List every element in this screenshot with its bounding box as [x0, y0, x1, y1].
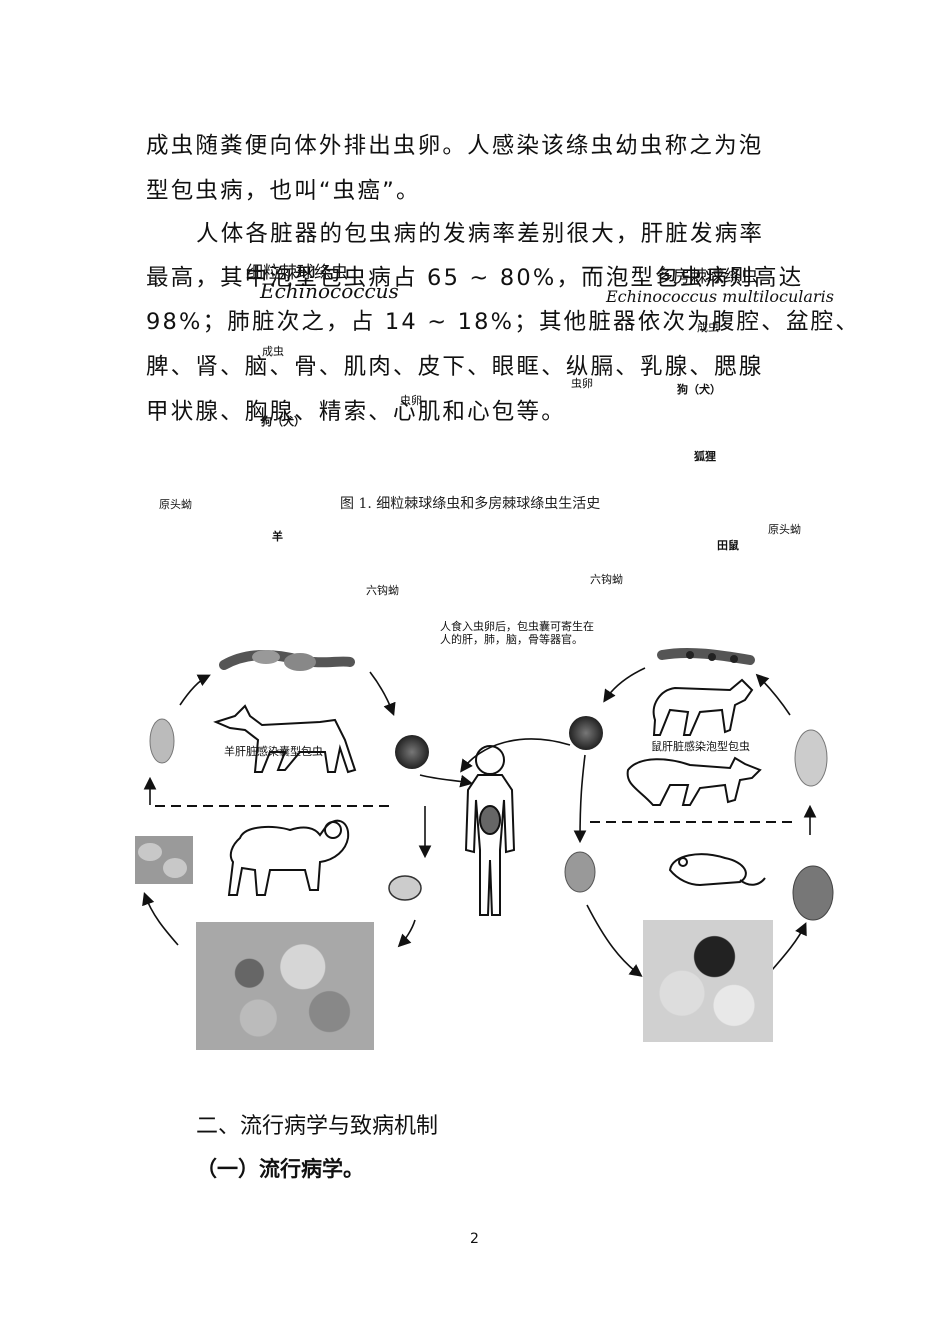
label-protoscolex-left: 原头蚴 [159, 498, 192, 511]
label-fox: 狐狸 [694, 450, 716, 463]
protoscolex-left-icon [149, 718, 175, 764]
paragraph-line: 型包虫病，也叫“虫癌”。 [146, 178, 421, 204]
paragraph-line: 最高，其中泡型包虫病占 65 ~ 80%，而泡型包虫病则高达 [146, 265, 804, 291]
mouse-liver-photo [643, 920, 773, 1042]
label-dog-right: 狗（犬） [677, 383, 721, 396]
paragraph-line: 成虫随粪便向体外排出虫卵。人感染该绦虫幼虫称之为泡 [146, 133, 764, 159]
figure-left-latin: Echinococcus [260, 279, 399, 303]
egg-left-icon [395, 735, 429, 769]
figure-right-latin: Echinococcus multilocularis [606, 287, 834, 306]
label-egg-right: 虫卵 [571, 377, 593, 390]
adult-worm-left-icon [219, 650, 355, 671]
section-heading: 二、流行病学与致病机制 [196, 1114, 439, 1139]
lifecycle-diagram [135, 647, 834, 977]
sheep-icon [227, 819, 350, 896]
label-sheep: 羊 [272, 530, 283, 543]
dog-left-icon [213, 704, 357, 774]
label-protoscolex-right: 原头蚴 [768, 523, 801, 536]
cyst-left-icon [135, 836, 193, 884]
hydatid-right-icon [564, 851, 596, 893]
paragraph-line: 人体各脏器的包虫病的发病率差别很大，肝脏发病率 [196, 221, 765, 247]
paragraph-line: 98%；肺脏次之，占 14 ~ 18%；其他脏器依次为腹腔、盆腔、 [146, 309, 861, 335]
label-adult-left: 成虫 [262, 345, 284, 358]
paragraph-line: 甲状腺、胸腺、精索、心肌和心包等。 [146, 399, 566, 425]
figure-right-title: 多房棘球绦虫 [656, 267, 758, 287]
label-oncosphere-left: 六钩蚴 [366, 584, 399, 597]
vole-icon [668, 853, 766, 887]
label-oncosphere-right: 六钩蚴 [590, 573, 623, 586]
cyst-right-icon [792, 865, 834, 921]
fox-icon [626, 756, 762, 806]
hydatid-left-icon [388, 875, 422, 901]
paragraph-line: 脾、肾、脑、骨、肌肉、皮下、眼眶、纵膈、乳腺、腮腺 [146, 354, 764, 380]
adult-worm-right-icon [657, 647, 755, 665]
figure-caption: 图 1. 细粒棘球绦虫和多房棘球绦虫生活史 [340, 496, 601, 512]
page-number: 2 [470, 1231, 479, 1247]
human-figure-icon [464, 745, 516, 916]
protoscolex-right-icon [794, 729, 828, 787]
section-subheading: （一）流行病学。 [196, 1157, 364, 1181]
egg-right-icon [569, 716, 603, 750]
label-egg-left: 虫卵 [400, 394, 422, 407]
label-human-note: 人食入虫卵后，包虫囊可寄生在人的肝，肺，脑，骨等器官。 [440, 620, 594, 646]
sheep-liver-photo [196, 922, 374, 1050]
figure-left-title: 细粒棘球绦虫 [246, 263, 348, 283]
dog-right-icon [652, 678, 754, 736]
label-dog-left: 狗（犬） [261, 415, 305, 428]
label-vole: 田鼠 [717, 539, 739, 552]
label-adult-right: 成虫 [697, 321, 719, 334]
label-mouse-liver: 鼠肝脏感染泡型包虫 [651, 740, 750, 753]
